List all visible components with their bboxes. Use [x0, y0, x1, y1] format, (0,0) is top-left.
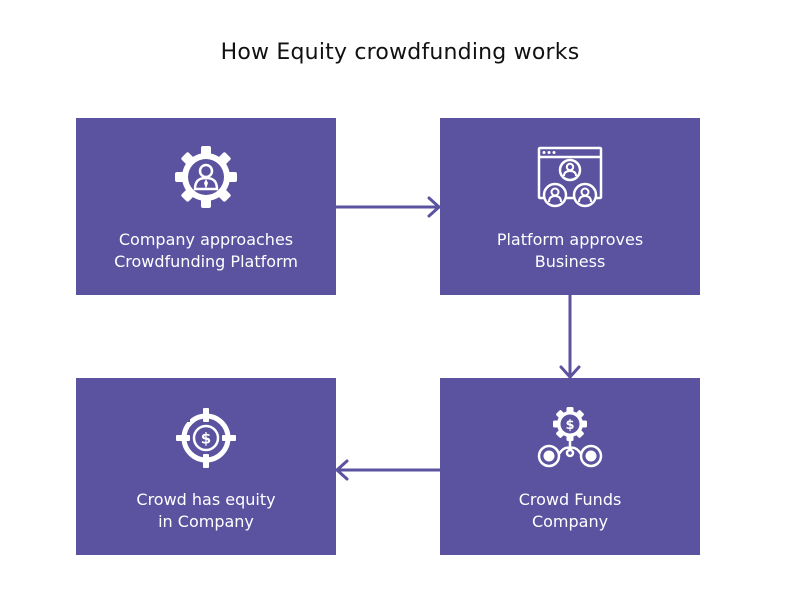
arrow-step1-to-step2 — [334, 196, 441, 218]
step-label-line: Platform approves — [496, 230, 644, 249]
person-in-gear-icon — [76, 146, 336, 208]
step-label-line: in Company — [158, 512, 254, 531]
users-browser-window-icon — [440, 146, 700, 210]
step-label-line: Company — [531, 512, 609, 531]
coins-to-dollar-gear-icon: $ — [440, 406, 700, 470]
step-label: Company approaches Crowdfunding Platform — [76, 229, 336, 273]
arrow-step2-to-step3 — [559, 293, 581, 379]
step-label-line: Crowdfunding Platform — [114, 252, 298, 271]
step-crowd-has-equity: $ Crowd has equity in Company — [76, 378, 336, 555]
step-label: Crowd has equity in Company — [76, 489, 336, 533]
step-label: Platform approves Business — [440, 229, 700, 273]
step-company-approaches: Company approaches Crowdfunding Platform — [76, 118, 336, 295]
diagram-title: How Equity crowdfunding works — [220, 40, 580, 65]
step-label: Crowd Funds Company — [440, 489, 700, 533]
step-label-line: Crowd has equity — [136, 490, 276, 509]
svg-text:$: $ — [565, 418, 574, 433]
step-label-line: Business — [534, 252, 606, 271]
svg-text:$: $ — [201, 430, 211, 448]
step-crowd-funds: $ Crowd Funds Company — [440, 378, 700, 555]
step-label-line: Company approaches — [118, 230, 294, 249]
step-label-line: Crowd Funds — [518, 490, 622, 509]
dollar-target-icon: $ — [76, 406, 336, 470]
arrow-step3-to-step4 — [335, 459, 442, 481]
step-platform-approves: Platform approves Business — [440, 118, 700, 295]
